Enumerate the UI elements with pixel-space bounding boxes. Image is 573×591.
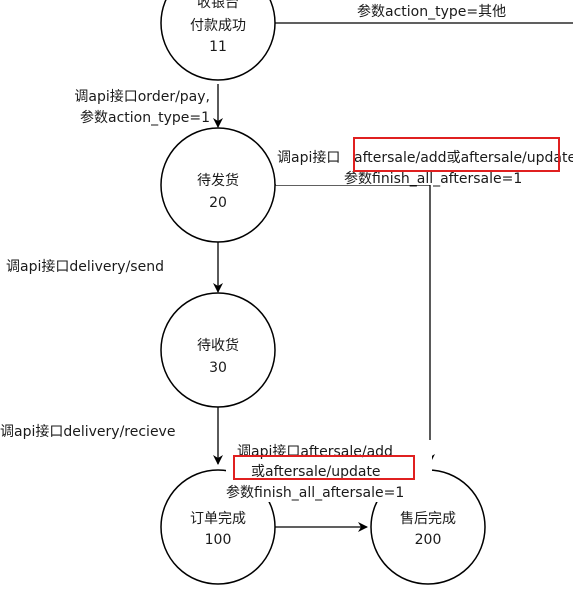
node-to-ship: 待发货 20 xyxy=(160,127,276,243)
node-paid: 收银台 付款成功 11 xyxy=(160,0,276,81)
label-delivery-recieve: 调api接口delivery/recieve xyxy=(0,423,175,440)
node-aftersale-done-label: 售后完成 xyxy=(400,511,456,527)
node-to-receive-code: 30 xyxy=(209,360,227,376)
node-paid-code: 11 xyxy=(209,39,227,55)
label-pay-line2: 参数action_type=1 xyxy=(80,109,210,126)
label-aftersale-prefix: 调api接口 xyxy=(277,149,340,166)
label-aftersale2-line2: 或aftersale/update xyxy=(251,464,381,480)
highlight-box-top xyxy=(353,137,560,172)
label-aftersale2-param: 参数finish_all_aftersale=1 xyxy=(226,484,404,501)
node-to-receive-label: 待收货 xyxy=(197,337,239,354)
node-aftersale-done-code: 200 xyxy=(415,532,442,548)
label-aftersale2-line1: 调api接口aftersale/add xyxy=(237,443,393,460)
node-to-ship-label: 待发货 xyxy=(197,172,239,189)
label-top-right-param: 参数action_type=其他 xyxy=(357,3,506,20)
label-delivery-send: 调api接口delivery/send xyxy=(6,258,164,275)
node-order-done-label: 订单完成 xyxy=(190,511,246,527)
node-to-receive: 待收货 30 xyxy=(160,292,276,408)
label-aftersale-param: 参数finish_all_aftersale=1 xyxy=(344,170,522,187)
label-pay-line1: 调api接口order/pay, xyxy=(74,88,210,105)
label-aftersale-api: aftersale/add或aftersale/update xyxy=(354,150,573,166)
node-to-ship-code: 20 xyxy=(209,195,227,211)
edge-to-ship-aftersale xyxy=(274,184,435,464)
highlight-box-bottom xyxy=(233,455,415,480)
node-paid-line1: 收银台 xyxy=(197,0,239,11)
node-order-done-code: 100 xyxy=(205,532,232,548)
node-paid-line2: 付款成功 xyxy=(190,18,246,34)
